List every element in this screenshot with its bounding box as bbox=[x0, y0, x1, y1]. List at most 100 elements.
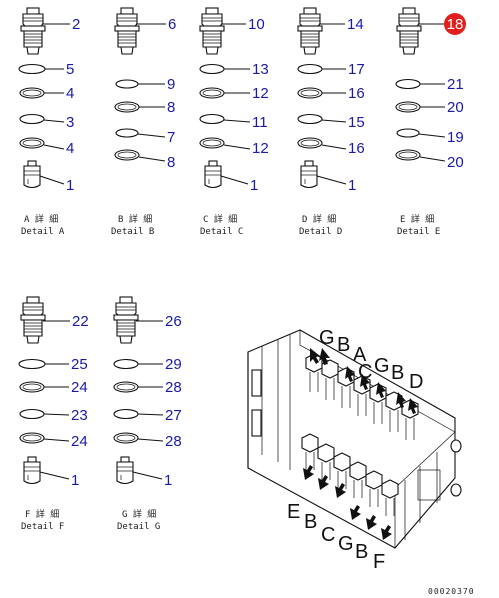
control-valve-assembly: G B A C G B D E B C G B F bbox=[247, 327, 462, 573]
part-label: 12 bbox=[252, 140, 269, 157]
o-ring-icon bbox=[297, 113, 323, 125]
detail-caption-en: Detail E bbox=[397, 227, 440, 237]
part-label: 29 bbox=[165, 356, 182, 373]
detail-caption-en: Detail B bbox=[111, 227, 154, 237]
backup-ring-icon bbox=[19, 137, 45, 149]
detail-caption-jp: G 詳 細 bbox=[122, 508, 156, 520]
o-ring-icon bbox=[115, 79, 139, 89]
part-label: 16 bbox=[348, 85, 365, 102]
detail-g: 26 29 28 27 28 1 G 詳 細 Detail G bbox=[113, 296, 182, 532]
backup-ring-icon bbox=[19, 381, 45, 393]
o-ring-icon bbox=[19, 113, 45, 125]
valve-letter: G bbox=[338, 533, 354, 555]
valve-letter: B bbox=[304, 511, 317, 533]
drawing-code: 00020370 bbox=[428, 587, 475, 596]
part-label: 28 bbox=[165, 379, 182, 396]
detail-e: 18 21 20 19 20 E 詳 細 Detail E bbox=[395, 7, 466, 237]
part-label: 9 bbox=[167, 76, 175, 93]
part-label: 11 bbox=[252, 114, 268, 131]
location-arrows-bottom bbox=[303, 465, 392, 540]
o-ring-icon bbox=[18, 358, 46, 370]
check-valve-icon bbox=[23, 160, 41, 189]
part-label: 12 bbox=[252, 85, 269, 102]
check-valve-icon bbox=[23, 456, 41, 485]
detail-caption-en: Detail A bbox=[21, 227, 65, 237]
backup-ring-icon bbox=[297, 137, 323, 149]
part-label: 20 bbox=[447, 154, 464, 171]
detail-c: 10 13 12 11 12 1 C 詳 細 Detail C bbox=[199, 7, 269, 237]
o-ring-icon bbox=[396, 128, 420, 138]
part-label: 2 bbox=[72, 16, 80, 33]
backup-ring-icon bbox=[395, 149, 421, 161]
part-label: 19 bbox=[447, 129, 464, 146]
part-label: 6 bbox=[168, 16, 176, 33]
part-label: 13 bbox=[252, 61, 269, 78]
valve-letter: G bbox=[374, 355, 390, 377]
part-label: 22 bbox=[72, 313, 89, 330]
detail-caption-jp: D 詳 細 bbox=[302, 213, 336, 225]
check-valve-icon bbox=[116, 456, 134, 485]
valve-letter: B bbox=[355, 541, 368, 563]
o-ring-icon bbox=[297, 63, 323, 75]
part-label: 28 bbox=[165, 433, 182, 450]
detail-f: 22 25 24 23 24 1 F 詳 細 Detail F bbox=[18, 296, 89, 532]
plug-part-icon bbox=[297, 7, 323, 55]
backup-ring-icon bbox=[199, 87, 225, 99]
part-label: 5 bbox=[66, 61, 74, 78]
o-ring-icon bbox=[199, 63, 225, 75]
part-label: 1 bbox=[164, 472, 172, 489]
backup-ring-icon bbox=[19, 432, 45, 444]
valve-letter: G bbox=[319, 327, 335, 349]
location-arrows-top bbox=[310, 348, 418, 414]
o-ring-icon bbox=[395, 78, 421, 90]
detail-caption-en: Detail F bbox=[21, 522, 64, 532]
valve-letter: B bbox=[337, 334, 350, 356]
part-label: 7 bbox=[167, 129, 175, 146]
part-label: 3 bbox=[66, 114, 74, 131]
plug-part-icon bbox=[114, 7, 140, 55]
part-label: 23 bbox=[71, 407, 88, 424]
part-label: 25 bbox=[71, 356, 88, 373]
valve-letter: B bbox=[391, 362, 404, 384]
part-label: 21 bbox=[447, 76, 464, 93]
valve-letter: E bbox=[287, 501, 300, 523]
valve-letter: A bbox=[353, 344, 367, 366]
plug-part-icon bbox=[396, 7, 422, 55]
check-valve-icon bbox=[300, 160, 318, 189]
o-ring-icon bbox=[113, 358, 139, 370]
detail-b: 6 9 8 7 8 B 詳 細 Detail B bbox=[111, 7, 176, 237]
part-label: 16 bbox=[348, 140, 365, 157]
part-label: 1 bbox=[348, 177, 356, 194]
part-label: 8 bbox=[167, 99, 175, 116]
part-label: 1 bbox=[66, 177, 74, 194]
part-label: 20 bbox=[447, 99, 464, 116]
plug-part-icon bbox=[113, 296, 139, 344]
part-label: 15 bbox=[348, 114, 365, 131]
o-ring-icon bbox=[115, 128, 139, 138]
backup-ring-icon bbox=[113, 432, 139, 444]
valve-letter: C bbox=[358, 361, 372, 383]
part-label: 4 bbox=[66, 140, 74, 157]
highlight-badge bbox=[444, 13, 466, 35]
part-label: 10 bbox=[248, 16, 265, 33]
valve-letter: C bbox=[321, 524, 335, 546]
part-label-highlight: 18 bbox=[447, 16, 464, 33]
detail-caption-en: Detail C bbox=[200, 227, 243, 237]
backup-ring-icon bbox=[113, 381, 139, 393]
backup-ring-icon bbox=[199, 137, 225, 149]
plug-part-icon bbox=[199, 7, 225, 55]
part-label: 27 bbox=[165, 407, 182, 424]
o-ring-icon bbox=[18, 63, 46, 75]
detail-caption-en: Detail G bbox=[117, 522, 160, 532]
part-label: 14 bbox=[347, 16, 364, 33]
backup-ring-icon bbox=[114, 101, 140, 113]
detail-a: 2 5 4 3 4 1 A 詳 細 Detail A bbox=[18, 7, 80, 237]
bottom-plug-row bbox=[301, 433, 399, 516]
valve-letter: D bbox=[409, 371, 423, 393]
part-label: 1 bbox=[71, 472, 79, 489]
detail-caption-jp: C 詳 細 bbox=[203, 213, 237, 225]
o-ring-icon bbox=[199, 113, 225, 125]
detail-d: 14 17 16 15 16 1 D 詳 細 Detail D bbox=[297, 7, 365, 237]
o-ring-icon bbox=[19, 408, 45, 420]
